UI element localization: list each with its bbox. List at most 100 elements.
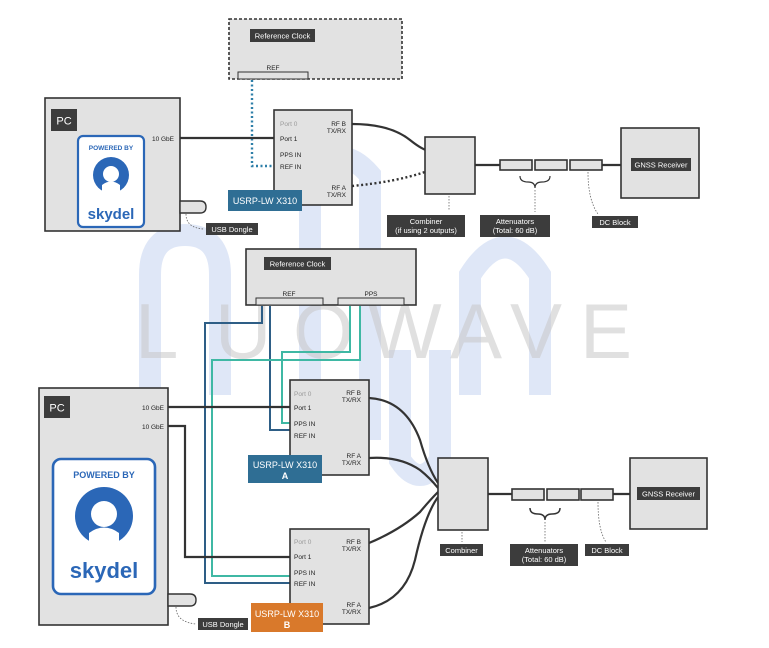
label-bg	[44, 396, 70, 418]
gnss-label: GNSS Receiver	[635, 161, 688, 170]
combiner-box	[437, 457, 489, 531]
port-label: RF A	[347, 453, 362, 460]
port-label: TX/RX	[327, 192, 347, 199]
watermark: L U O W A V E	[135, 146, 632, 486]
port-label: RF B	[346, 390, 361, 397]
ref-cable-b	[204, 306, 290, 584]
combiner-label: Combiner	[445, 546, 478, 555]
dc-block-label: DC Block	[591, 546, 623, 555]
usrp-name: USRP-LW X310	[253, 460, 317, 470]
powered-by-text: POWERED BY	[89, 145, 134, 152]
label-bg	[592, 216, 638, 228]
port-label: PPS IN	[280, 152, 302, 159]
usb-dongle-shape	[167, 593, 197, 607]
attenuators-label-sub: (Total: 60 dB)	[522, 555, 567, 564]
skydel-brand: skydel	[88, 206, 135, 223]
top-ref-cable	[250, 80, 274, 168]
skydel-brand: skydel	[70, 558, 139, 583]
usb-dongle-label: USB Dongle	[202, 620, 243, 629]
port-label: RF B	[331, 121, 346, 128]
dc-block-label: DC Block	[599, 218, 631, 227]
port-label: Port 0	[294, 539, 312, 546]
label-bg	[387, 215, 465, 237]
port-label: REF IN	[294, 433, 316, 440]
dc-block	[580, 488, 614, 501]
pps-cable-b	[211, 306, 361, 577]
usrp-box	[289, 528, 370, 625]
skydel-logo: POWERED BY skydel	[51, 457, 157, 596]
usb-leader	[175, 606, 197, 625]
top-usrp: Port 0 Port 1 PPS IN REF IN RF B TX/RX R…	[228, 109, 353, 211]
label-bg	[585, 544, 629, 556]
port-label: TX/RX	[327, 128, 347, 135]
link-label: 10 GbE	[142, 424, 165, 431]
port-label: Port 1	[294, 405, 312, 412]
port-label: REF IN	[294, 581, 316, 588]
usrp-name-badge	[251, 603, 323, 632]
top-rfb-cable	[351, 122, 427, 152]
label-bg	[480, 215, 550, 237]
rfa-cable-b	[368, 496, 439, 610]
skydel-emblem-head	[91, 501, 117, 527]
usrp-a: Port 0 Port 1 PPS IN REF IN RF B TX/RX R…	[248, 379, 370, 483]
skydel-emblem-body	[89, 527, 119, 548]
port-label: TX/RX	[342, 460, 362, 467]
top-rfa-cable	[351, 170, 426, 188]
bottom-combiner: Combiner	[437, 457, 489, 556]
skydel-emblem-body	[102, 181, 120, 195]
watermark-arc	[459, 236, 551, 395]
port-label: RF B	[346, 539, 361, 546]
dc-block	[569, 159, 603, 171]
dc-block-leader	[587, 171, 599, 215]
port-label: TX/RX	[342, 397, 362, 404]
top-reference-clock: Reference Clock REF	[228, 18, 403, 80]
pps-port-label: PPS	[364, 291, 378, 298]
label-bg	[198, 618, 248, 630]
top-dc-block: DC Block	[569, 159, 638, 228]
attenuator-brace	[519, 175, 551, 189]
usrp-name: USRP-LW X310	[255, 609, 319, 619]
attenuators-label: Attenuators	[496, 217, 535, 226]
label-bg	[51, 109, 77, 131]
ref-port-label: REF	[267, 65, 280, 72]
usrp-name-badge	[228, 190, 302, 211]
port-label: TX/RX	[342, 609, 362, 616]
pps-port	[337, 297, 405, 306]
link-label: 10 GbE	[142, 405, 165, 412]
gnss-label: GNSS Receiver	[642, 490, 695, 499]
usrp-suffix: B	[284, 620, 291, 630]
bottom-usb-dongle: USB Dongle	[167, 593, 248, 630]
watermark-letter: E	[580, 287, 632, 375]
label-bg	[631, 158, 691, 171]
ref-cable-a	[269, 306, 290, 431]
powered-by-text: POWERED BY	[73, 470, 135, 480]
attenuators-label: Attenuators	[525, 546, 564, 555]
port-label: PPS IN	[294, 570, 316, 577]
ref-port	[255, 297, 324, 306]
attenuators-label-sub: (Total: 60 dB)	[493, 226, 538, 235]
label-bg	[637, 487, 700, 500]
usb-dongle-label: USB Dongle	[211, 225, 252, 234]
bottom-reference-clock: Reference Clock REF PPS	[245, 248, 417, 306]
ref-port-label: REF	[283, 291, 296, 298]
label-bg	[264, 257, 331, 270]
pps-cable-a	[281, 306, 351, 424]
port-label: Port 1	[280, 136, 298, 143]
top-gnss-receiver: GNSS Receiver	[620, 127, 700, 199]
bottom-dc-block: DC Block	[580, 488, 629, 556]
bottom-attenuators: Attenuators (Total: 60 dB)	[510, 488, 580, 566]
combiner-label-sub: (if using 2 outputs)	[395, 226, 457, 235]
bottom-gnss-receiver: GNSS Receiver	[629, 457, 708, 530]
port-label: PPS IN	[294, 421, 316, 428]
usrp-name: USRP-LW X310	[233, 196, 297, 206]
top-pc: PC 10 GbE POWERED BY skydel	[44, 97, 181, 232]
rfa-cable-a	[368, 456, 439, 489]
reference-clock-title: Reference Clock	[270, 260, 326, 269]
usb-dongle-shape	[179, 200, 207, 214]
attenuator-brace	[529, 507, 561, 521]
top-attenuators: Attenuators (Total: 60 dB)	[480, 159, 568, 237]
usrp-name-badge	[248, 455, 322, 483]
rfb-cable-a	[368, 396, 439, 484]
watermark-arc	[139, 223, 231, 395]
label-bg	[440, 544, 483, 556]
